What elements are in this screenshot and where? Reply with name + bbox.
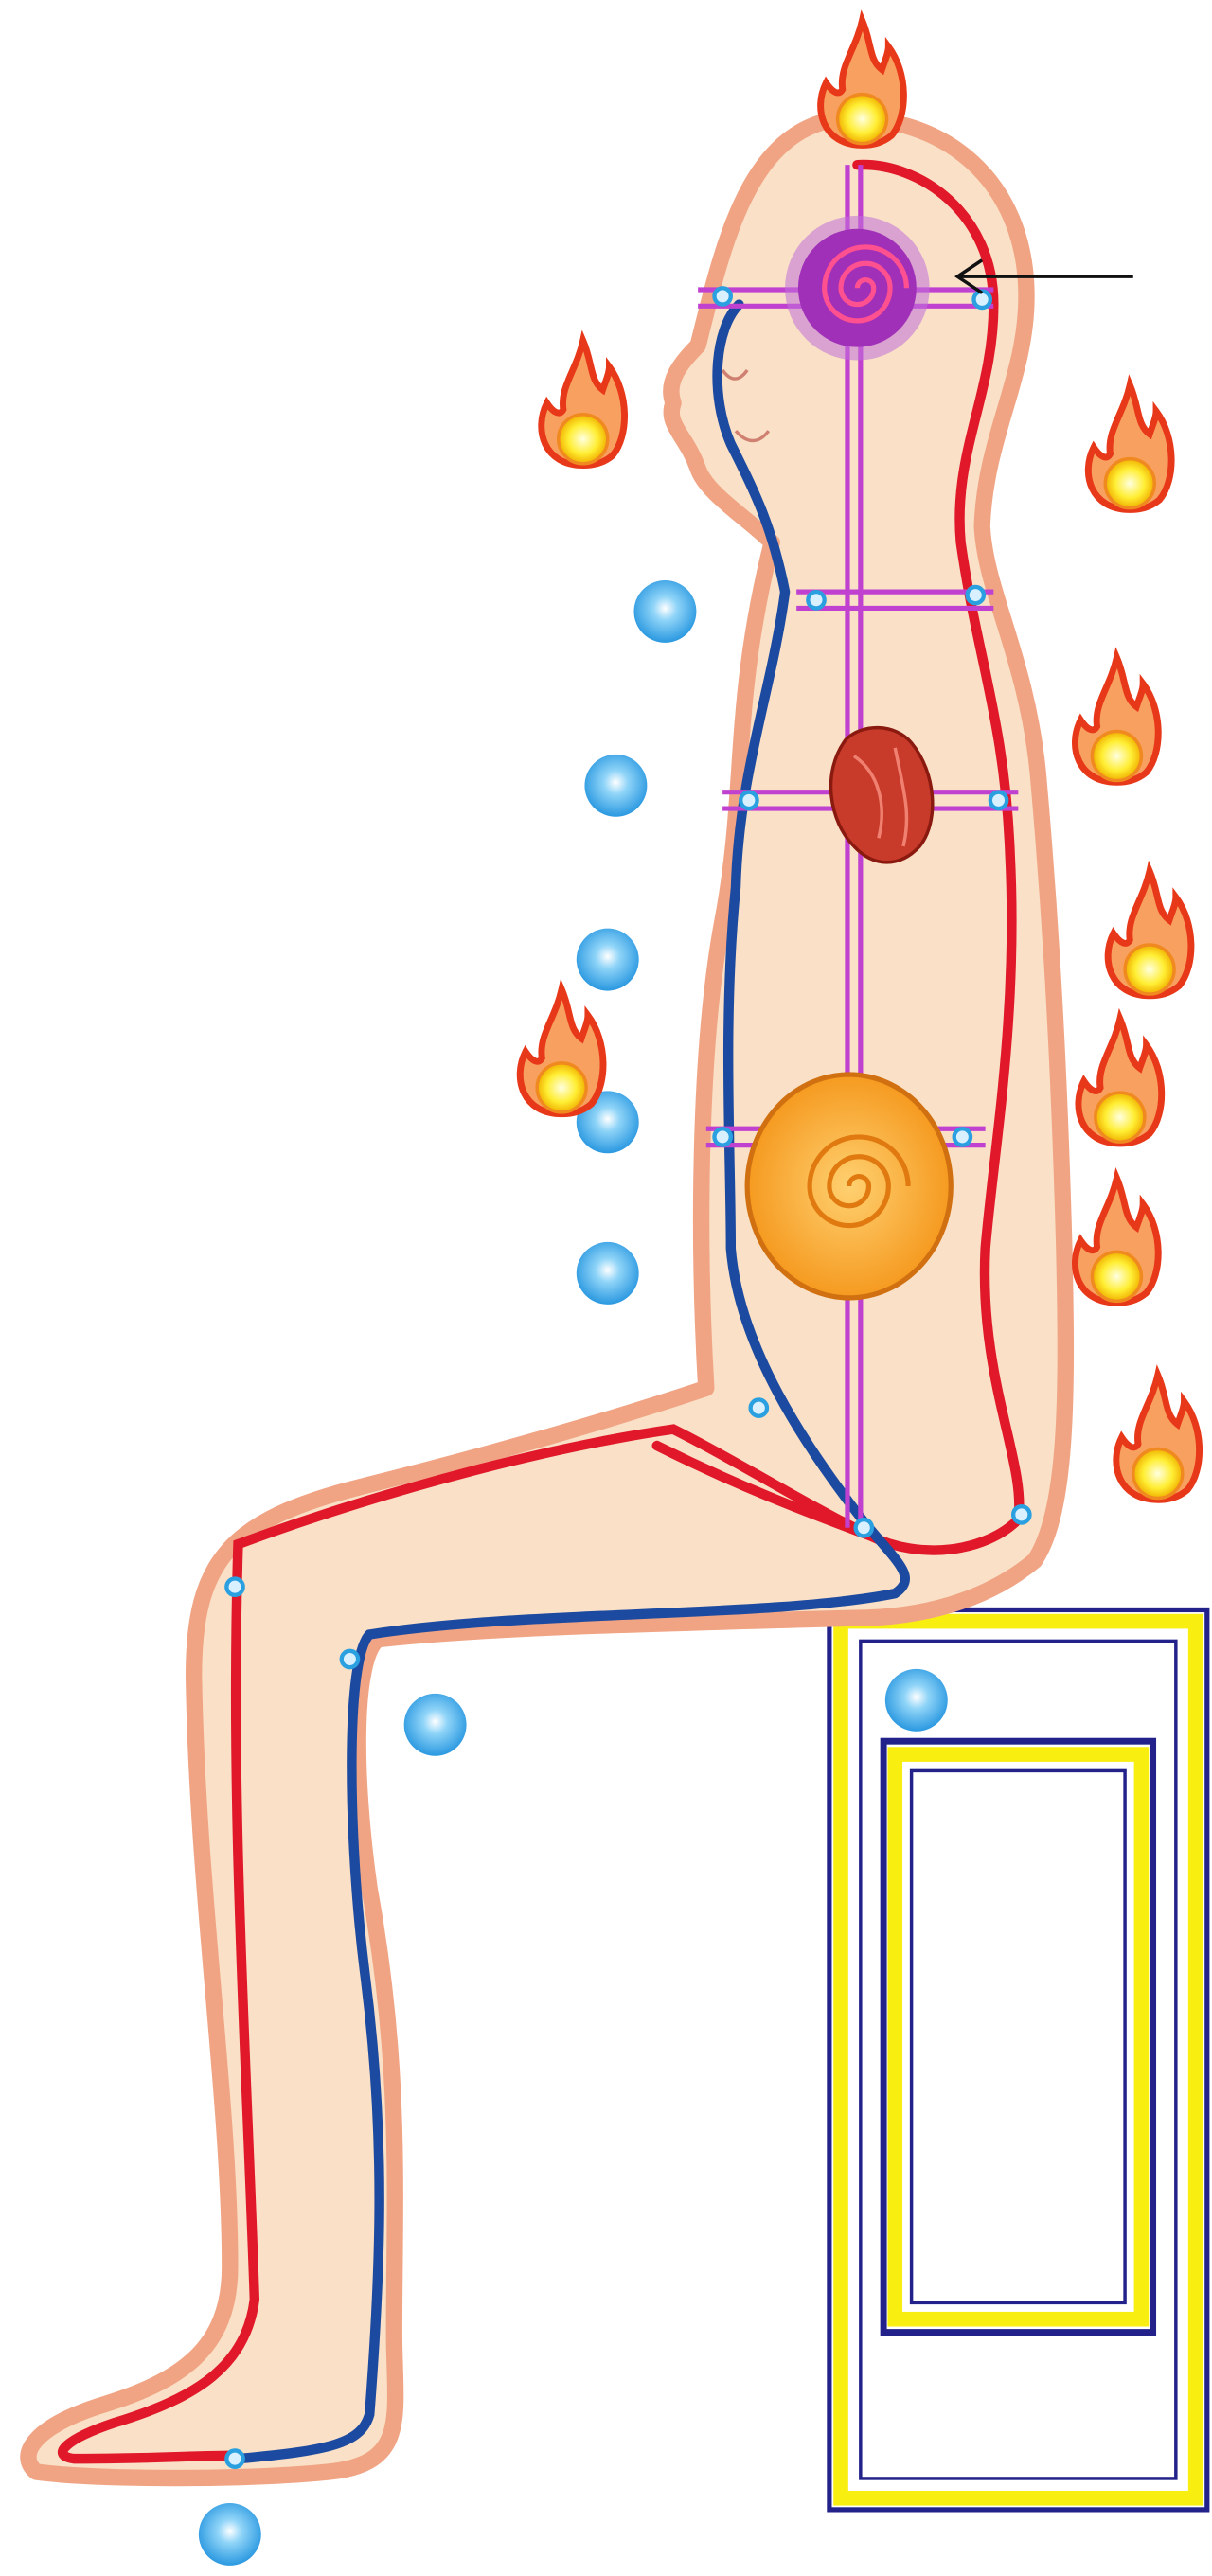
- flame-icon: [1078, 1019, 1162, 1144]
- flame-icon: [542, 341, 625, 466]
- flame-icon: [1108, 871, 1191, 996]
- flame-icon: [1116, 1375, 1200, 1500]
- crown-spiral: [785, 215, 930, 361]
- water-drop-icon: [884, 1668, 948, 1732]
- flame-icon: [1075, 657, 1158, 782]
- water-drop-icon: [576, 928, 639, 991]
- flame-icon: [1088, 385, 1171, 510]
- flame-icon: [821, 21, 904, 146]
- water-drop-icon: [584, 754, 648, 817]
- blue-energy-channel: [233, 299, 910, 2464]
- arrow-icon: [954, 258, 1133, 294]
- water-drop-icon: [403, 1693, 467, 1756]
- seat-box: [827, 1607, 1210, 2513]
- water-drop-icon: [576, 1241, 639, 1305]
- heart-icon: [829, 725, 935, 864]
- water-drop-icon: [633, 579, 697, 643]
- belly-spiral: [744, 1072, 954, 1301]
- water-drop-icon: [198, 2502, 261, 2566]
- flame-icon: [520, 989, 603, 1114]
- face-features: [721, 368, 771, 443]
- flame-icon: [1075, 1178, 1158, 1303]
